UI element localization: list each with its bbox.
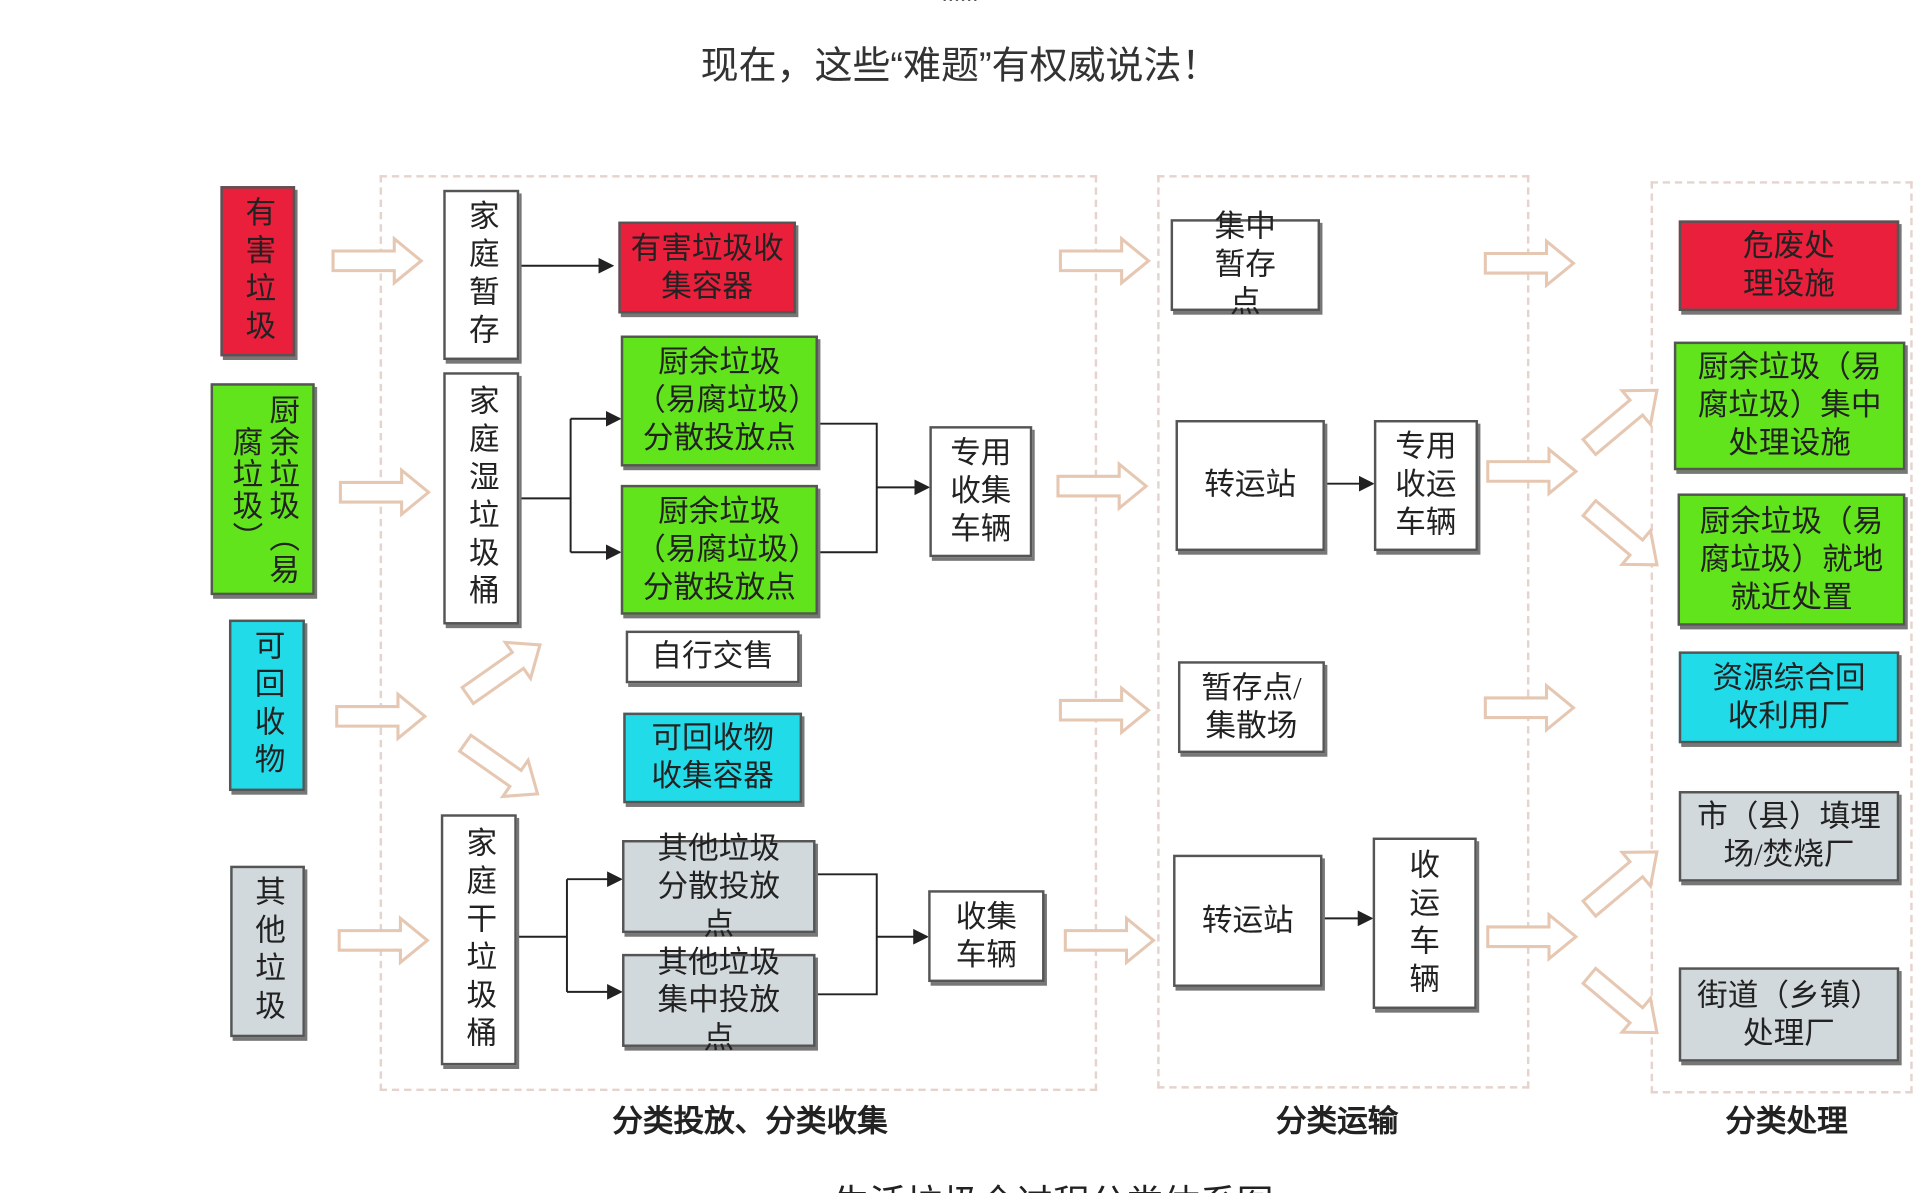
landfill-incinerator: 市（县）填埋场/焚烧厂 xyxy=(1678,791,1900,882)
other-scattered-point: 其他垃圾分散投放点 xyxy=(622,832,816,941)
hazard-facility: 危废处理设施 xyxy=(1678,220,1900,312)
kitchen-local-disposal: 厨余垃圾（易腐垃圾）就地就近处置 xyxy=(1677,493,1906,626)
transfer-station-2: 转运站 xyxy=(1173,854,1323,987)
page-title: 现在，这些“难题”有权威说法！ xyxy=(700,44,1220,87)
kitchen-central-facility: 厨余垃圾（易腐垃圾）集中处理设施 xyxy=(1673,341,1906,471)
ellipsis: ...... xyxy=(0,0,1920,9)
source-other: 其他垃圾 xyxy=(230,865,305,1038)
home-temp-storage: 家庭暂存 xyxy=(443,189,520,361)
wet-bin: 家庭湿垃圾桶 xyxy=(443,372,520,625)
kitchen-point-2: 厨余垃圾（易腐垃圾）分散投放点 xyxy=(620,484,818,615)
zone-collection xyxy=(379,175,1098,1092)
special-transport-vehicle: 专用收运车辆 xyxy=(1373,420,1478,552)
collection-vehicle: 收集车辆 xyxy=(928,890,1045,983)
zone-treatment xyxy=(1650,181,1913,1094)
section-label-treatment: 分类处理 xyxy=(1725,1105,1848,1139)
transfer-station-1: 转运站 xyxy=(1175,420,1325,552)
source-hazardous: 有害垃圾 xyxy=(220,186,296,357)
section-label-collection: 分类投放、分类收集 xyxy=(612,1105,888,1139)
street-plant: 街道（乡镇）处理厂 xyxy=(1678,967,1900,1062)
figure-caption: 生活垃圾全过程分类体系图 xyxy=(0,1173,1920,1193)
dry-bin: 家庭干垃圾桶 xyxy=(440,814,517,1066)
section-label-transport: 分类运输 xyxy=(1275,1105,1399,1139)
recycle-plant: 资源综合回收利用厂 xyxy=(1678,651,1900,744)
temp-yard: 暂存点/集散场 xyxy=(1177,661,1325,754)
transport-vehicle: 收运车辆 xyxy=(1372,837,1477,1009)
special-collection-vehicle: 专用收集车辆 xyxy=(929,426,1033,558)
recycle-container: 可回收物收集容器 xyxy=(623,712,803,804)
self-sale: 自行交售 xyxy=(625,630,800,684)
kitchen-point-1: 厨余垃圾（易腐垃圾）分散投放点 xyxy=(620,335,818,467)
zone-transport xyxy=(1157,175,1530,1089)
other-central-point: 其他垃圾集中投放点 xyxy=(622,946,816,1055)
hazard-container: 有害垃圾收集容器 xyxy=(618,221,796,314)
source-recyclable: 可回收物 xyxy=(228,619,305,792)
central-temp-point: 集中暂存点 xyxy=(1170,211,1321,320)
source-kitchen: 厨余垃圾（易腐垃圾） xyxy=(210,383,315,596)
